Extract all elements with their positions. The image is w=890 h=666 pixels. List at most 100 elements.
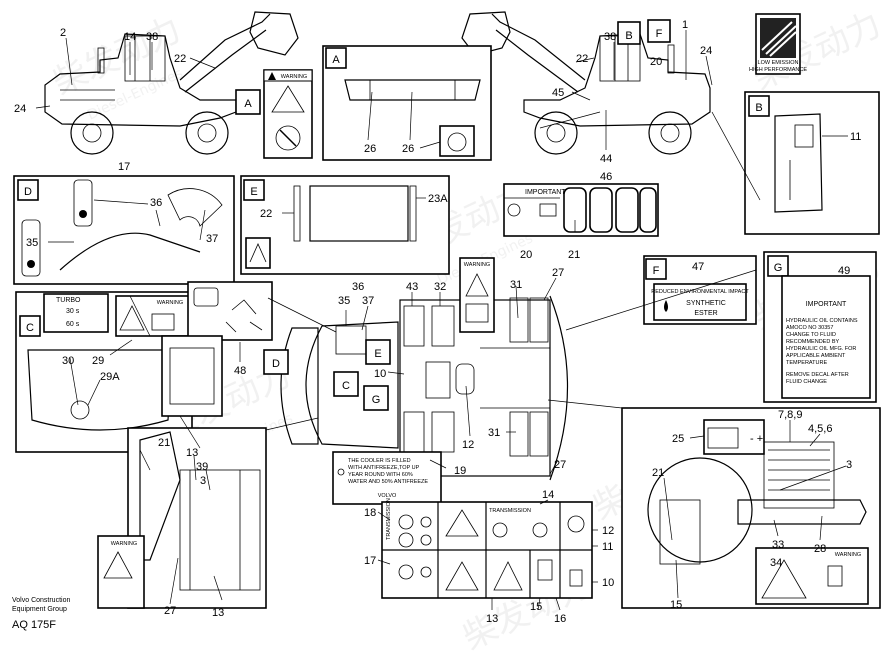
hydraulic-line: APPLICABLE AMBIENT (786, 353, 846, 359)
callout-26: 26 (364, 143, 376, 155)
view-callout-b (617, 21, 641, 45)
callout-3: 3 (200, 475, 206, 487)
callout-3: 3 (846, 459, 852, 471)
hydraulic-line: HYDRAULIC OIL CONTAINS (786, 318, 858, 324)
callout-27: 27 (552, 267, 564, 279)
warning-text: WARNING (157, 300, 183, 306)
callout-18: 18 (364, 507, 376, 519)
low-emission-decal: LOW EMISSION HIGH PERFORMANCE (749, 13, 807, 75)
callout-22: 22 (174, 53, 186, 65)
view-g-label: G (774, 262, 783, 274)
callout-19: 19 (454, 465, 466, 477)
callout-456: 4,5,6 (808, 423, 832, 435)
turbo-30: 30 s (66, 308, 80, 315)
warning-text: WARNING (835, 552, 861, 558)
callout-47: 47 (692, 261, 704, 273)
callout-27: 27 (164, 605, 176, 617)
callout-20: 20 (520, 249, 532, 261)
hydraulic-line: REMOVE DECAL AFTER (786, 372, 849, 378)
callout-35: 35 (26, 237, 38, 249)
watermark-text: 柴发动力 (47, 9, 187, 103)
important-text: IMPORTANT (806, 301, 847, 308)
callout-1: 1 (682, 19, 688, 31)
callout-21: 21 (652, 467, 664, 479)
callout-17: 17 (364, 555, 376, 567)
footer-caption: Volvo Construction Equipment Group AQ 17… (12, 597, 70, 631)
callout-43: 43 (406, 281, 418, 293)
view-callout-c-label: C (342, 380, 350, 392)
symbol-decal-48 (187, 281, 273, 341)
callout-13: 13 (486, 613, 498, 625)
view-b-panel: B (744, 91, 880, 235)
callout-14: 14 (124, 31, 136, 43)
callout-2: 2 (60, 27, 66, 39)
callout-21: 21 (158, 437, 170, 449)
hydraulic-line: TEMPERATURE (786, 360, 827, 366)
hydraulic-line: RECOMMENDED BY (786, 339, 840, 345)
view-f-label: F (653, 265, 660, 277)
callout-12: 12 (462, 439, 474, 451)
view-e-label: E (250, 186, 257, 198)
cooler-decal-19: THE COOLER IS FILLED WITH ANTIFREEZE,TOP… (332, 451, 442, 505)
callout-10: 10 (374, 368, 386, 380)
decal-strip-bottom: TRANSMISSION TRANSMISSION (381, 498, 593, 599)
callout-36: 36 (150, 197, 162, 209)
view-b-label: B (755, 102, 762, 114)
view-a-panel: A (322, 45, 492, 161)
callout-32: 32 (434, 281, 446, 293)
view-callout-f (647, 19, 671, 43)
warning-decal-top: WARNING (263, 69, 313, 159)
view-callout-d-label: D (272, 358, 280, 370)
low-emission-text: LOW EMISSION (758, 60, 799, 66)
view-callout-d (263, 349, 289, 375)
low-emission-text: HIGH PERFORMANCE (749, 67, 807, 73)
warning-decal-31: WARNING (459, 257, 495, 333)
view-c-panel: C TURBO 30 s 60 s WARNING (15, 291, 193, 453)
callout-14: 14 (542, 489, 554, 501)
cooler-line: WATER AND 50% ANTIFREEZE (348, 479, 428, 485)
callout-15: 15 (530, 601, 542, 613)
warning-text: WARNING (111, 541, 137, 547)
callout-25: 25 (672, 433, 684, 445)
callout-numbers: 2 14 38 22 24 17 26 26 38 1 22 20 24 45 … (14, 19, 861, 625)
synthetic-line-1: SYNTHETIC (686, 300, 726, 307)
view-callout-g (363, 385, 389, 411)
callout-22: 22 (260, 208, 272, 220)
turbo-text: TURBO (56, 297, 81, 304)
callout-11: 11 (850, 131, 861, 143)
view-f-panel: F REDUCED ENVIRONMENTAL IMPACT SYNTHETIC… (643, 255, 757, 325)
view-e-panel: E (240, 175, 450, 275)
callout-44: 44 (600, 153, 612, 165)
hydraulic-line: HYDRAULIC OIL MFG. FOR (786, 346, 856, 352)
hydraulic-line: CHANGE TO FLUID (786, 332, 836, 338)
callout-37: 37 (206, 233, 218, 245)
callout-29: 29 (92, 355, 104, 367)
warning-text: WARNING (464, 262, 490, 268)
callout-48: 48 (234, 365, 246, 377)
callout-21: 21 (568, 249, 580, 261)
callout-26: 26 (402, 143, 414, 155)
callout-16: 16 (554, 613, 566, 625)
callout-45: 45 (552, 87, 564, 99)
view-callout-a-label: A (244, 98, 252, 110)
wheel-loader-left-view (44, 11, 299, 155)
callout-789: 7,8,9 (778, 409, 802, 421)
callout-31: 31 (488, 427, 500, 439)
leader-lines (35, 30, 848, 611)
callout-15: 15 (670, 599, 682, 611)
view-callout-e (365, 339, 391, 365)
synthetic-heading: REDUCED ENVIRONMENTAL IMPACT (651, 289, 749, 295)
turbo-60: 60 s (66, 321, 80, 328)
battery-plus-minus: - + (750, 433, 763, 445)
callout-38: 38 (604, 31, 616, 43)
callout-35: 35 (338, 295, 350, 307)
callout-31: 31 (510, 279, 522, 291)
view-c-label: C (26, 322, 34, 334)
view-callout-a (235, 89, 261, 115)
callout-11: 11 (602, 541, 613, 553)
engine-detail-panel: - + WARNING (621, 407, 881, 609)
callout-10: 10 (602, 577, 614, 589)
rear-frame-panel: WARNING (97, 335, 267, 609)
warning-text: WARNING (281, 74, 307, 80)
